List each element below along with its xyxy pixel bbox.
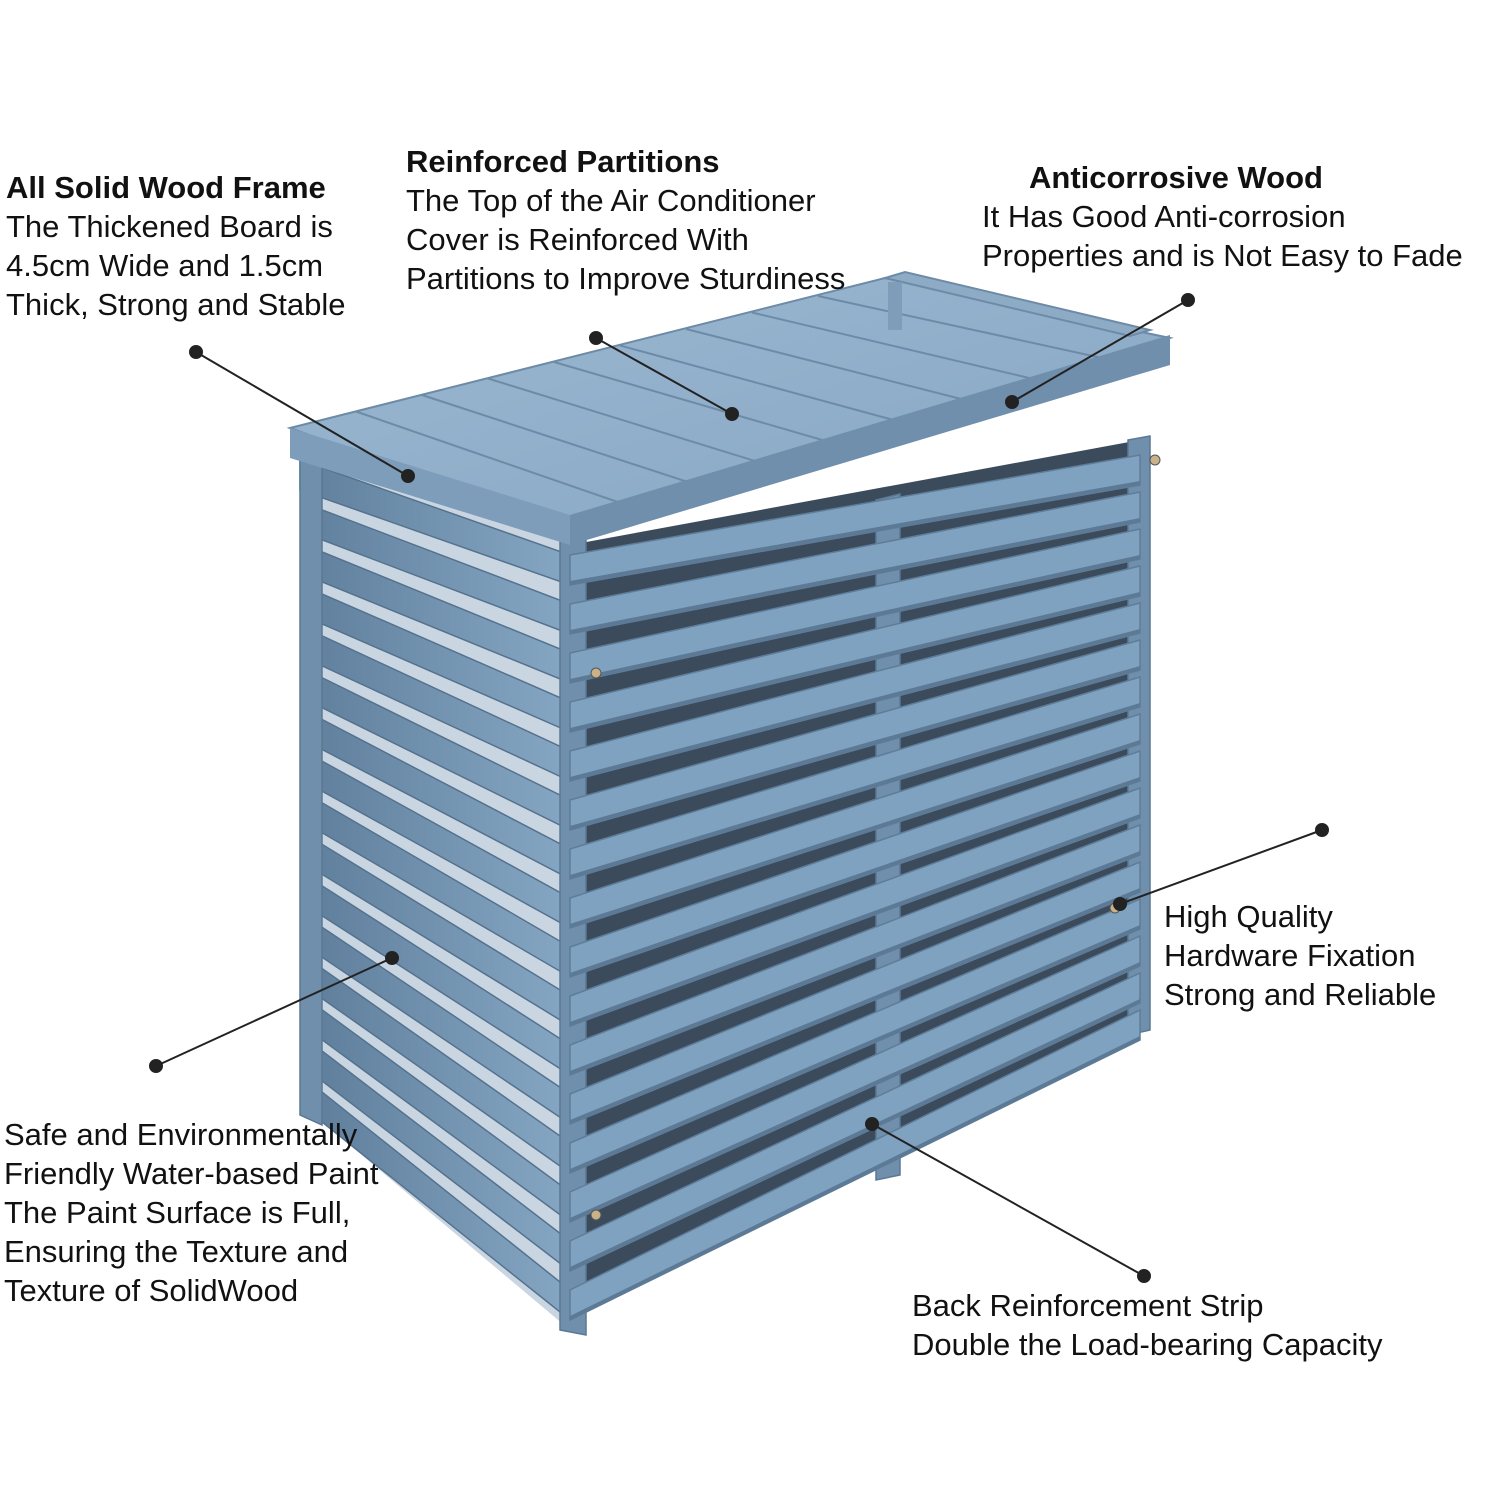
front-slat-edge <box>570 518 1140 634</box>
callout-frame-line: 4.5cm Wide and 1.5cm <box>6 248 324 283</box>
top-board-seam <box>817 295 1103 359</box>
front-slat-edge <box>570 962 1140 1222</box>
callout-hardware-line: Hardware Fixation <box>1164 938 1416 973</box>
top-board-seam <box>619 344 903 424</box>
front-slat-edge <box>570 777 1140 977</box>
top-board-seam <box>751 311 1036 381</box>
front-slat-edge <box>570 999 1140 1271</box>
callout-dot-icon <box>1315 823 1329 837</box>
front-slat-edge <box>570 814 1140 1026</box>
callout-wood-line: It Has Good Anti-corrosion <box>982 199 1346 234</box>
screw-icon <box>590 667 602 679</box>
front-slat-edge <box>570 592 1140 732</box>
callout-wood-title: Anticorrosive Wood <box>1029 160 1323 195</box>
handle-post <box>888 282 902 330</box>
callout-dot-icon <box>589 331 603 345</box>
callout-dot-icon <box>149 1059 163 1073</box>
callout-frame-title: All Solid Wood Frame <box>6 170 326 205</box>
callout-dot-icon <box>385 951 399 965</box>
callout-hardware-line: Strong and Reliable <box>1164 977 1437 1012</box>
callout-frame-line: The Thickened Board is <box>6 209 333 244</box>
top-board-seam <box>421 394 704 488</box>
callout-dot-icon <box>189 345 203 359</box>
callout-paint: Safe and Environmentally Friendly Water-… <box>4 1115 378 1310</box>
front-slat-edge <box>570 740 1140 928</box>
callout-partitions-line: The Top of the Air Conditioner <box>406 183 816 218</box>
callout-dot-icon <box>865 1117 879 1131</box>
top-board-seam <box>553 361 837 445</box>
front-slat-edge <box>570 666 1140 830</box>
top-rim-front <box>290 428 570 545</box>
top-board-seam <box>487 377 770 467</box>
callout-dot-icon <box>1113 897 1127 911</box>
callout-paint-line: The Paint Surface is Full, <box>4 1195 351 1230</box>
callout-dot-icon <box>725 407 739 421</box>
screw-icon <box>590 1209 602 1221</box>
top-rim-right <box>570 335 1170 545</box>
front-slat-edge <box>570 888 1140 1124</box>
front-slats <box>569 454 1141 1322</box>
front-slat-edge <box>570 703 1140 879</box>
callout-hardware: High Quality Hardware Fixation Strong an… <box>1164 897 1436 1014</box>
screw-icon <box>1149 454 1161 466</box>
callout-wood: Anticorrosive Wood It Has Good Anti-corr… <box>982 158 1463 275</box>
callout-dot-icon <box>1137 1269 1151 1283</box>
front-slat-edge <box>570 851 1140 1075</box>
callout-hardware-line: High Quality <box>1164 899 1333 934</box>
front-slat-edge <box>570 1036 1140 1320</box>
callout-paint-line: Friendly Water-based Paint <box>4 1156 379 1191</box>
callout-back-line: Back Reinforcement Strip <box>912 1288 1264 1323</box>
back-left-post <box>299 439 323 1127</box>
top-back-handle <box>881 270 1154 338</box>
front-slat-edge <box>570 629 1140 781</box>
leader-lines <box>149 293 1329 1283</box>
top-board-seam <box>685 328 970 402</box>
callout-partitions-line: Cover is Reinforced With <box>406 222 749 257</box>
callout-frame: All Solid Wood Frame The Thickened Board… <box>6 168 345 324</box>
top-partition-boards <box>355 295 1103 510</box>
callout-partitions-line: Partitions to Improve Sturdiness <box>406 261 846 296</box>
callout-back: Back Reinforcement Strip Double the Load… <box>912 1286 1382 1364</box>
callout-partitions-title: Reinforced Partitions <box>406 144 720 179</box>
callout-dot-icon <box>1005 395 1019 409</box>
top-board-seam <box>355 410 637 510</box>
callout-dot-icon <box>401 469 415 483</box>
front-slat-edge <box>570 481 1140 585</box>
callout-paint-line: Ensuring the Texture and <box>4 1234 349 1269</box>
callout-back-line: Double the Load-bearing Capacity <box>912 1327 1383 1362</box>
front-slat-edge <box>570 925 1140 1173</box>
callout-frame-line: Thick, Strong and Stable <box>6 287 346 322</box>
callout-partitions: Reinforced Partitions The Top of the Air… <box>406 142 845 298</box>
callout-dot-icon <box>1181 293 1195 307</box>
front-slat-edge <box>570 555 1140 683</box>
callout-paint-line: Safe and Environmentally <box>4 1117 358 1152</box>
callout-paint-line: Texture of SolidWood <box>4 1273 299 1308</box>
callout-wood-line: Properties and is Not Easy to Fade <box>982 238 1463 273</box>
